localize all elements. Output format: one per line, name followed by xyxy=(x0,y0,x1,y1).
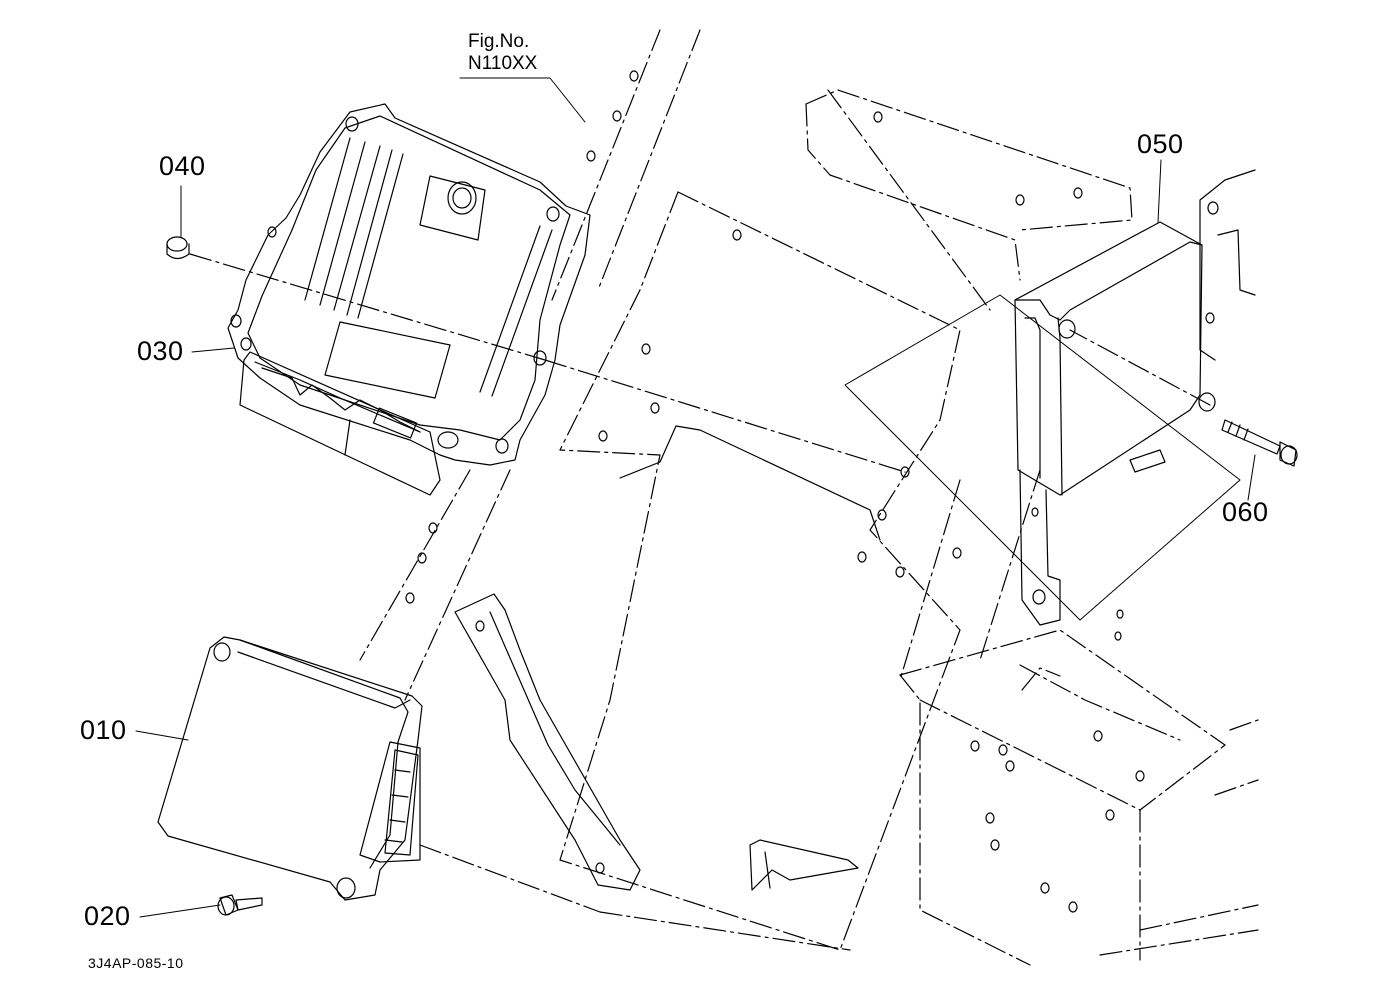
callout-050: 050 xyxy=(1137,129,1184,159)
right-bracket xyxy=(1200,170,1255,360)
callout-020: 020 xyxy=(84,901,131,931)
mounting-plate xyxy=(560,192,960,950)
frame-rail xyxy=(360,30,700,700)
figure-reference: Fig.No. N110XX xyxy=(468,31,537,75)
bolt-060 xyxy=(1222,420,1297,466)
cap-040 xyxy=(167,237,189,259)
upper-bracket xyxy=(806,90,1132,310)
left-bracket xyxy=(455,594,640,890)
assembly-axes xyxy=(190,254,1210,950)
lower-frame xyxy=(900,470,1258,965)
figure-reference-line2: N110XX xyxy=(468,53,538,74)
box-050 xyxy=(1015,222,1215,495)
plate-bend xyxy=(620,426,880,540)
strap xyxy=(1020,470,1060,625)
small-bracket xyxy=(750,840,858,890)
lower-frame-holes xyxy=(971,610,1144,912)
callout-040: 040 xyxy=(159,151,206,181)
callout-010: 010 xyxy=(80,715,127,745)
rail-holes xyxy=(406,71,638,603)
diamond-plate xyxy=(845,295,1240,620)
ecu-010 xyxy=(158,637,422,900)
callout-060: 060 xyxy=(1222,497,1269,527)
figure-reference-line1: Fig.No. xyxy=(468,31,530,52)
plate-holes xyxy=(599,230,961,577)
callout-030: 030 xyxy=(137,336,184,366)
callout-leaders xyxy=(136,78,1255,917)
drawing-number: 3J4AP-085-10 xyxy=(88,955,184,971)
ecu-030 xyxy=(228,104,590,495)
bolt-020 xyxy=(218,895,262,915)
